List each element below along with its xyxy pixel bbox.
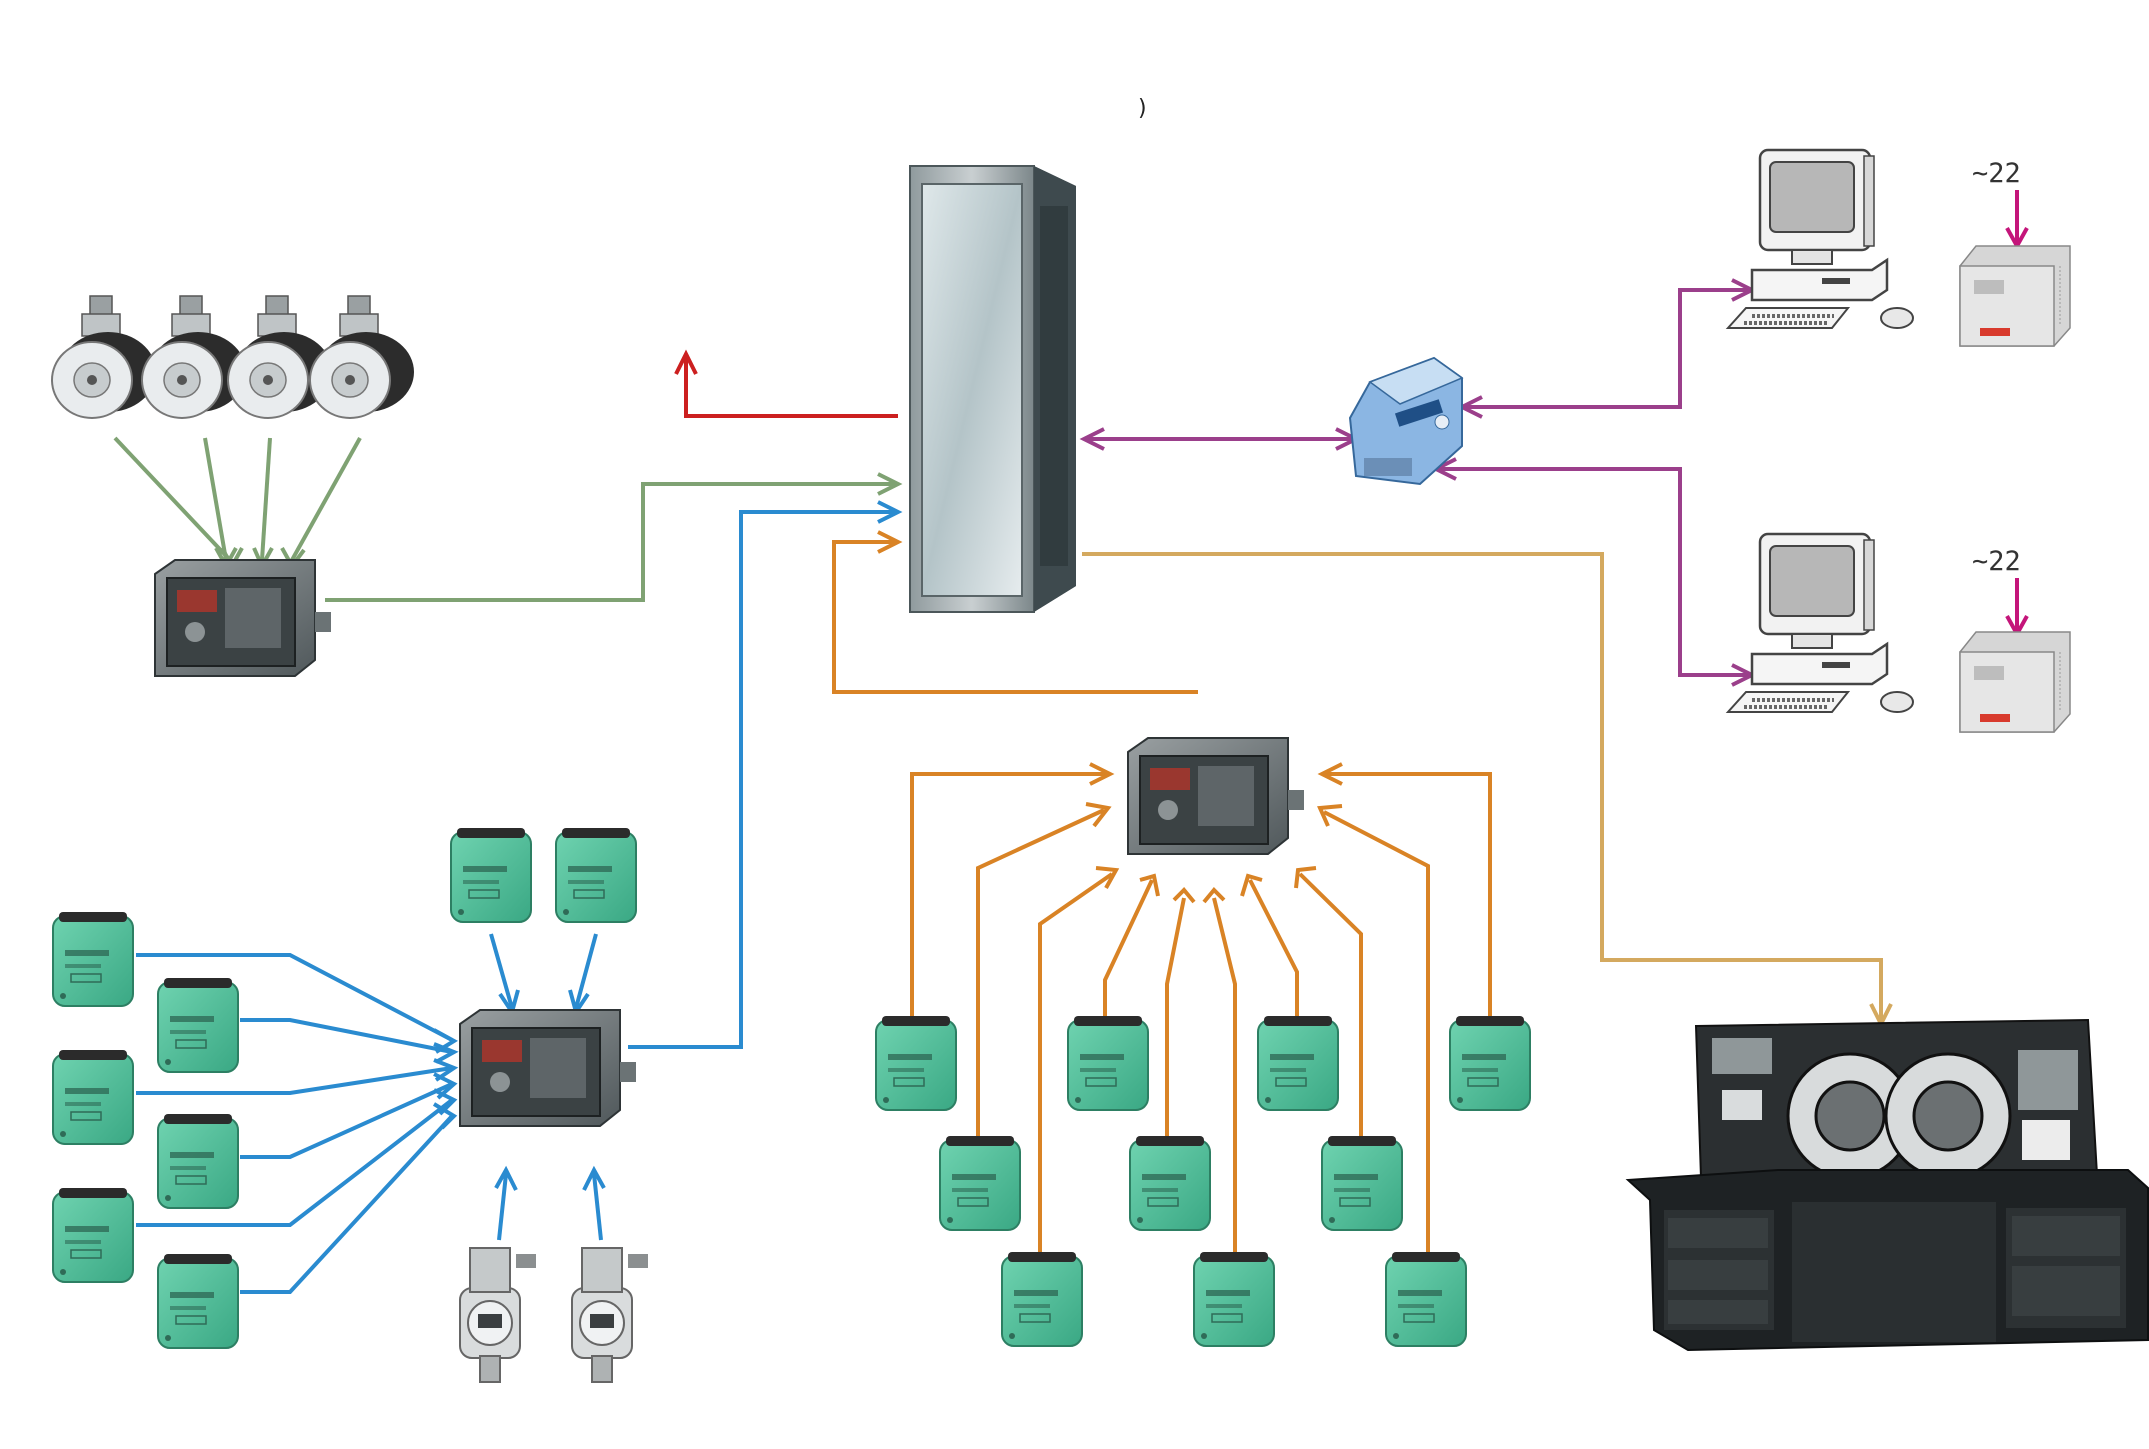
page-mark: ) <box>1138 96 1147 121</box>
encoder-junction-box[interactable] <box>154 559 332 677</box>
workstation-2[interactable] <box>1726 532 1915 714</box>
inductive-sensor <box>1129 1135 1211 1231</box>
ups-voltage-label-1: ~22 <box>1972 158 2021 189</box>
purple-network-links <box>1079 278 1757 687</box>
inductive-sensor <box>52 911 134 1007</box>
inductive-sensor <box>939 1135 1021 1231</box>
central-cabinet[interactable] <box>909 165 1076 613</box>
ups-unit-2 <box>1959 631 2071 733</box>
encoder-group <box>51 295 415 419</box>
inductive-sensor <box>875 1015 957 1111</box>
inductive-sensor <box>1257 1015 1339 1111</box>
encoder-2 <box>141 295 247 419</box>
inductive-sensor <box>1449 1015 1531 1111</box>
inductive-sensor <box>450 827 532 923</box>
orange-sensor-links <box>832 530 1492 1255</box>
encoder-1 <box>51 295 157 419</box>
inductive-sensor <box>52 1049 134 1145</box>
inductive-sensor <box>157 977 239 1073</box>
inductive-sensor <box>1001 1251 1083 1347</box>
pressure-transmitter <box>459 1247 537 1383</box>
blue-sensor-links <box>136 500 903 1294</box>
workstation-1[interactable] <box>1726 148 1915 330</box>
encoder-4 <box>309 295 415 419</box>
orange-junction-box[interactable] <box>1127 737 1305 855</box>
inductive-sensor <box>1385 1251 1467 1347</box>
control-console[interactable] <box>1625 1018 2149 1352</box>
inductive-sensor <box>555 827 637 923</box>
adam-network-module[interactable] <box>1348 356 1464 486</box>
ups-voltage-label-2: ~22 <box>1972 546 2021 577</box>
inductive-sensor <box>157 1113 239 1209</box>
encoder-links <box>113 436 903 602</box>
red-output-link <box>674 349 898 418</box>
inductive-sensor <box>157 1253 239 1349</box>
connection-lines <box>113 190 2029 1294</box>
inductive-sensor <box>1321 1135 1403 1231</box>
inductive-sensor <box>1193 1251 1275 1347</box>
inductive-sensor <box>52 1187 134 1283</box>
blue-junction-box[interactable] <box>459 1009 637 1127</box>
inductive-sensor <box>1067 1015 1149 1111</box>
pressure-transmitter <box>571 1247 649 1383</box>
orange-sensor-group <box>875 1015 1531 1347</box>
ups-unit-1 <box>1959 245 2071 347</box>
